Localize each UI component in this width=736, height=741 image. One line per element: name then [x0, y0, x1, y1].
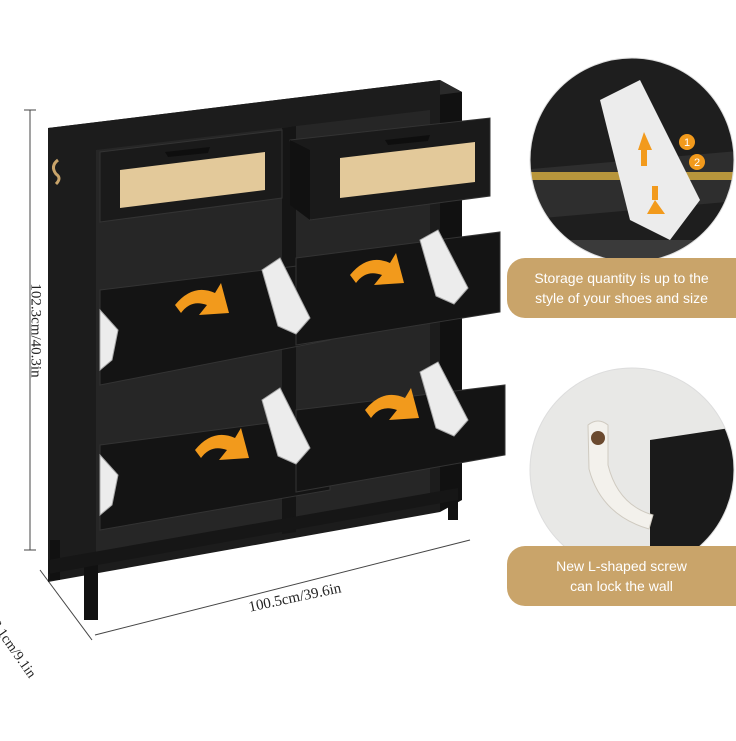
- wall-hook-icon: [51, 158, 61, 186]
- drawer-right-rattan: [340, 142, 475, 198]
- step-two-badge: [689, 154, 705, 170]
- flip-arrow-icons: [175, 253, 419, 460]
- storage-caption-line-2: style of your shoes and size: [535, 290, 708, 306]
- step-two-label: 2: [694, 157, 700, 169]
- screw-caption-line-1: New L-shaped screw: [556, 558, 687, 574]
- drawer-right-handle: [385, 135, 430, 145]
- screw-caption: New L-shaped screw can lock the wall: [507, 546, 736, 606]
- storage-caption-line-1: Storage quantity is up to the: [534, 270, 709, 286]
- screw-caption-line-2: can lock the wall: [570, 578, 673, 594]
- drawer-left-rattan: [120, 152, 265, 208]
- step-one-badge: [679, 134, 695, 150]
- drawer-right-side: [290, 140, 310, 220]
- hinge-brackets: [99, 229, 469, 517]
- drawer-left-handle: [165, 147, 210, 157]
- height-dimension-label: 102.3cm/40.3in: [27, 283, 44, 378]
- storage-caption: Storage quantity is up to the style of y…: [507, 258, 736, 318]
- step-one-label: 1: [684, 137, 690, 149]
- cabinet-base-rail: [48, 488, 458, 574]
